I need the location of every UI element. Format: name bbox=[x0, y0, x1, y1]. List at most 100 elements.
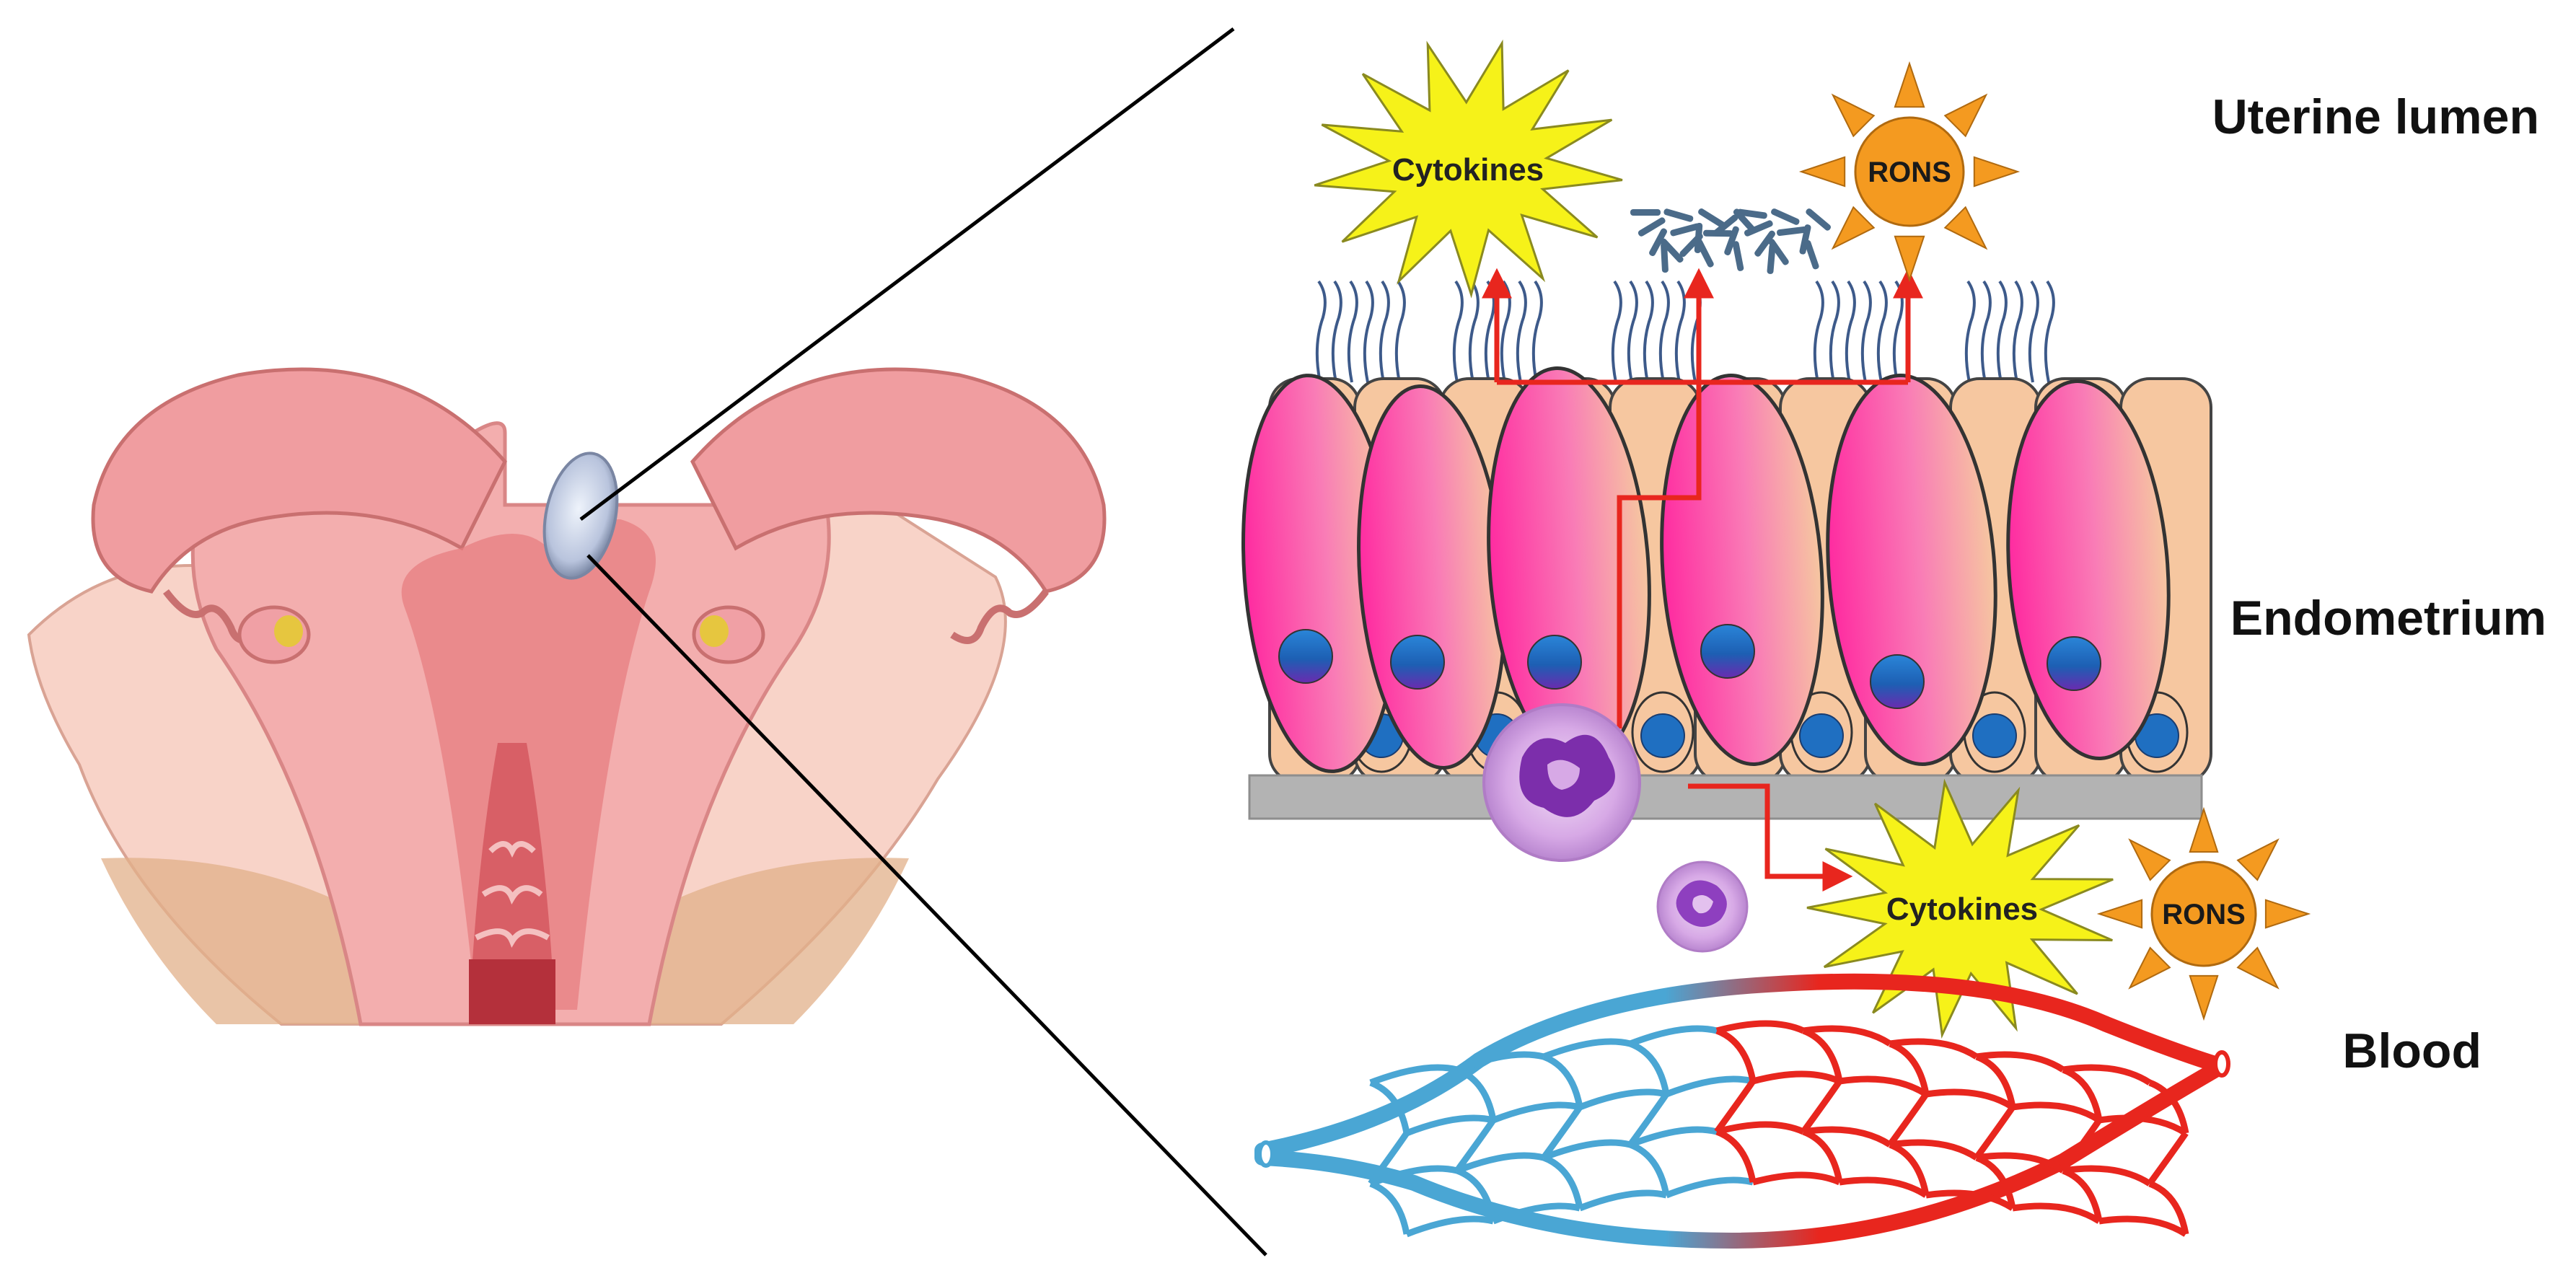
capillary-vessel bbox=[1751, 1171, 1841, 1186]
bacteria-cluster bbox=[1630, 208, 1832, 274]
bacterium bbox=[1702, 229, 1733, 237]
ovary-left bbox=[163, 589, 311, 664]
cilium bbox=[1860, 280, 1872, 383]
capillary-vessel bbox=[1627, 1092, 1669, 1147]
capillary-network bbox=[1254, 973, 2230, 1249]
capillary-vessel bbox=[2012, 1202, 2101, 1224]
capillary-vessel bbox=[1369, 1079, 1410, 1134]
cilium bbox=[1500, 280, 1511, 383]
sun-ray bbox=[2096, 899, 2143, 929]
cilium bbox=[1452, 280, 1464, 383]
neutrophil-large bbox=[1482, 703, 1641, 862]
blood-label: Blood bbox=[2342, 1024, 2482, 1078]
bacterium bbox=[1649, 228, 1667, 257]
bacterium bbox=[1724, 226, 1739, 255]
epithelial-cilia bbox=[1315, 280, 2055, 383]
sun-ray bbox=[1894, 61, 1925, 108]
capillary-vessel bbox=[1492, 1202, 1581, 1225]
sun-ray bbox=[2189, 974, 2219, 1021]
signal-arrow-branch bbox=[1617, 268, 1714, 728]
capillary-vessel bbox=[2148, 1079, 2189, 1134]
capillary-vessel bbox=[2148, 1180, 2189, 1235]
capillary-vessel bbox=[1715, 1020, 1805, 1034]
bacterium bbox=[1799, 224, 1811, 255]
bacterium bbox=[1670, 223, 1700, 237]
bacterium bbox=[1777, 226, 1807, 237]
bacterium bbox=[1679, 233, 1703, 257]
capillary-vessel bbox=[1629, 1126, 1718, 1148]
cilium bbox=[1484, 280, 1495, 383]
cilium bbox=[1516, 280, 1527, 383]
capillary-vessel bbox=[1925, 1189, 2015, 1211]
signal-pathways bbox=[1482, 268, 1923, 892]
capillary-vessel bbox=[1629, 1141, 1670, 1196]
cilium bbox=[2012, 280, 2023, 383]
cell-nucleus bbox=[1870, 654, 1925, 709]
capillary-vessel bbox=[1715, 1027, 1757, 1082]
bacterium bbox=[1806, 208, 1832, 231]
capillary-vessel bbox=[1541, 1105, 1583, 1160]
sun-ray bbox=[1798, 156, 1846, 188]
capillary-vessel bbox=[1369, 1180, 1410, 1235]
capillary-vessel bbox=[1542, 1053, 1583, 1108]
sun-ray bbox=[1831, 206, 1876, 250]
cervix-folds bbox=[475, 841, 550, 948]
cell-nucleus bbox=[1700, 624, 1755, 679]
capillary-vessel bbox=[1578, 1189, 1668, 1212]
cilium bbox=[1964, 280, 1976, 383]
bacterium bbox=[1661, 242, 1669, 273]
capillary-vessel bbox=[1715, 1128, 1757, 1183]
capillary-vessel bbox=[1976, 1051, 2065, 1073]
sun-ray bbox=[2236, 838, 2280, 881]
vaginal-canal bbox=[469, 959, 555, 1024]
capillary-vessel bbox=[1839, 1075, 1928, 1097]
capillary-vessel bbox=[1889, 1038, 1979, 1060]
capillary-vessel bbox=[1665, 1176, 1754, 1199]
cilium bbox=[1611, 280, 1622, 383]
cilium bbox=[1813, 280, 1824, 383]
capillary-vessel bbox=[1492, 1101, 1581, 1124]
capillary-vessel bbox=[1456, 1152, 1545, 1174]
bacterium bbox=[1638, 217, 1666, 237]
cilium bbox=[1674, 280, 1686, 383]
sun-ray bbox=[1831, 93, 1876, 138]
vessel-end-right bbox=[2213, 1050, 2230, 1078]
capillary-vessel bbox=[2147, 1131, 2189, 1186]
cell-nucleus bbox=[1278, 629, 1333, 684]
capillary-vessel bbox=[1714, 1079, 1756, 1134]
capillary-vessel bbox=[2062, 1165, 2152, 1187]
sun-ray bbox=[2128, 946, 2171, 990]
capillary-vessel bbox=[1542, 1154, 1583, 1209]
capillary-vessel bbox=[1405, 1215, 1495, 1238]
cilium bbox=[1394, 280, 1406, 383]
capillary-vessel bbox=[1629, 1025, 1718, 1047]
capillary-vessel bbox=[1629, 1040, 1670, 1095]
capillary-vessel bbox=[1803, 1025, 1892, 1047]
cilium bbox=[2028, 280, 2039, 383]
capillary-vessel bbox=[2098, 1114, 2188, 1136]
sun-ray bbox=[2128, 838, 2171, 881]
basal-nucleus bbox=[1972, 713, 2017, 758]
cilium bbox=[1876, 280, 1888, 383]
capillary-vessel bbox=[1456, 1066, 1497, 1121]
cilium bbox=[1892, 280, 1904, 383]
cell-nucleus bbox=[1390, 635, 1445, 690]
cilium bbox=[1315, 280, 1327, 383]
capillary-vessel bbox=[1542, 1139, 1632, 1161]
vessel-end-left bbox=[1257, 1140, 1275, 1168]
capillary-vessel bbox=[1665, 1075, 1754, 1098]
uterine-lumen-label: Uterine lumen bbox=[2212, 89, 2539, 144]
capillary-vessel bbox=[1715, 1121, 1805, 1135]
cervical-canal bbox=[469, 743, 555, 1024]
sun-ray bbox=[2264, 899, 2311, 929]
cilium bbox=[1363, 280, 1374, 383]
bacterium bbox=[1754, 230, 1775, 257]
bacterium bbox=[1663, 208, 1694, 222]
cilium bbox=[1845, 280, 1856, 383]
capillary-vessel bbox=[1889, 1139, 1979, 1161]
bacterium bbox=[1771, 208, 1800, 225]
sun-ray bbox=[2189, 806, 2219, 853]
bacterium bbox=[1733, 208, 1757, 234]
capillary-vessel bbox=[1456, 1051, 1545, 1073]
